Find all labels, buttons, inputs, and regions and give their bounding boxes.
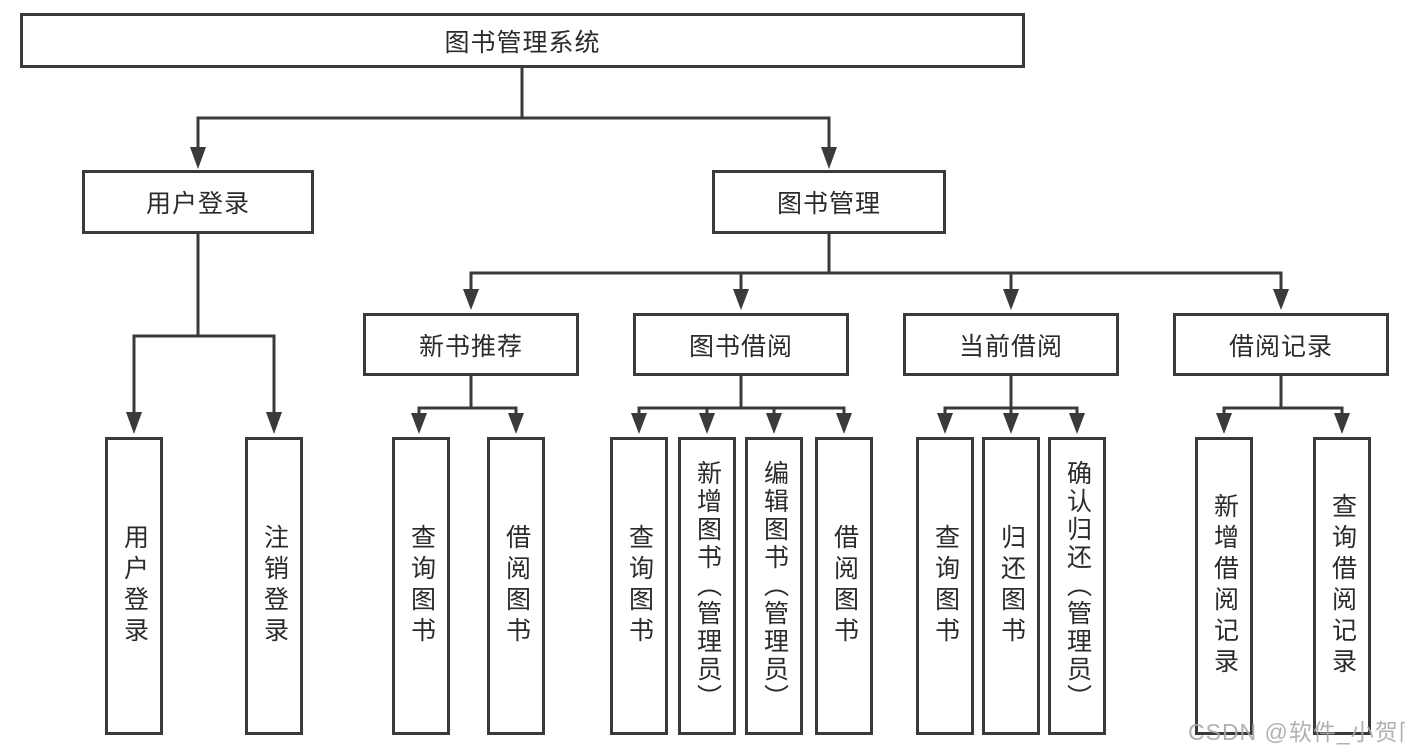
node-label: 图书管理系统 — [444, 28, 601, 57]
node-user-login: 用户登录 — [82, 170, 314, 234]
node-book-management: 图书管理 — [712, 170, 946, 234]
node-new-book-recommend: 新书推荐 — [363, 313, 579, 376]
leaf-bb-query-books: 查询图书 — [610, 437, 668, 735]
connector-borrowing-records-to-leaves — [1216, 376, 1350, 434]
node-borrowing-records: 借阅记录 — [1173, 313, 1389, 376]
leaf-user-login: 用户登录 — [105, 437, 163, 735]
node-label: 编辑图书（管理员） — [760, 460, 789, 712]
node-label: 图书管理 — [776, 190, 881, 218]
leaf-logout: 注销登录 — [245, 437, 303, 735]
node-label: 确认归还（管理员） — [1063, 460, 1092, 712]
node-label: 查询图书 — [625, 524, 654, 648]
node-label: 当前借阅 — [958, 332, 1063, 361]
connector-root-to-level2 — [190, 68, 837, 169]
connector-user-login-to-leaves — [126, 234, 282, 434]
leaf-cb-return-books: 归还图书 — [982, 437, 1040, 735]
node-current-borrowing: 当前借阅 — [903, 313, 1119, 376]
node-label: 查询图书 — [407, 524, 436, 648]
leaf-nbr-borrow-books: 借阅图书 — [487, 437, 545, 735]
node-label: 用户登录 — [145, 190, 250, 218]
node-label: 用户登录 — [120, 524, 149, 648]
leaf-nbr-query-books: 查询图书 — [392, 437, 450, 735]
node-book-borrowing: 图书借阅 — [633, 313, 849, 376]
node-label: 借阅记录 — [1228, 332, 1333, 361]
node-label: 图书借阅 — [688, 332, 793, 361]
node-library-management-system: 图书管理系统 — [20, 13, 1025, 68]
leaf-br-add-record: 新增借阅记录 — [1195, 437, 1253, 735]
leaf-bb-edit-books-admin: 编辑图书（管理员） — [745, 437, 803, 735]
node-label: 归还图书 — [997, 524, 1026, 648]
node-label: 查询借阅记录 — [1328, 493, 1357, 679]
node-label: 借阅图书 — [502, 524, 531, 648]
connector-new-book-recommend-to-leaves — [411, 376, 524, 434]
leaf-bb-borrow-books: 借阅图书 — [815, 437, 873, 735]
connector-book-management-to-level3 — [463, 234, 1289, 310]
node-label: 借阅图书 — [830, 524, 859, 648]
leaf-br-query-record: 查询借阅记录 — [1313, 437, 1371, 735]
node-label: 新书推荐 — [418, 332, 523, 361]
node-label: 查询图书 — [931, 524, 960, 648]
node-label: 新增图书（管理员） — [693, 460, 722, 712]
connector-book-borrowing-to-leaves — [631, 376, 852, 434]
node-label: 注销登录 — [260, 524, 289, 648]
node-label: 新增借阅记录 — [1210, 493, 1239, 679]
leaf-cb-confirm-return-admin: 确认归还（管理员） — [1048, 437, 1106, 735]
leaf-bb-add-books-admin: 新增图书（管理员） — [678, 437, 736, 735]
csdn-watermark: CSDN @软件_小贺同学 — [1188, 719, 1405, 745]
connector-current-borrowing-to-leaves — [937, 376, 1085, 434]
leaf-cb-query-books: 查询图书 — [916, 437, 974, 735]
